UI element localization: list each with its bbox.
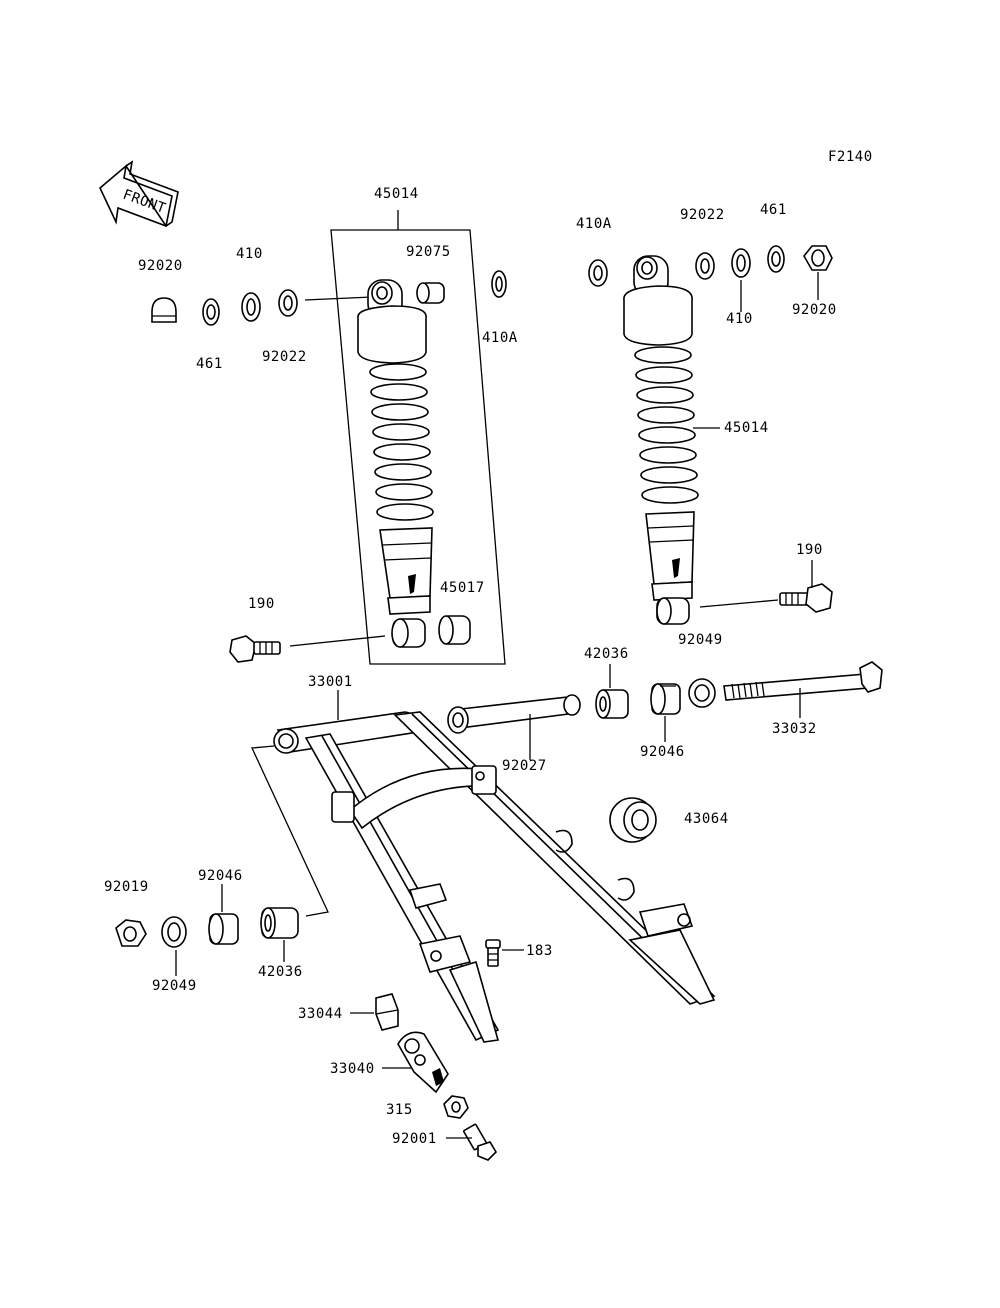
washer-92022-left xyxy=(278,289,298,317)
label-92020-left: 92020 xyxy=(138,258,183,274)
seal-92049-left xyxy=(161,916,187,948)
label-92046-left: 92046 xyxy=(198,868,243,884)
lock-washer-461-left xyxy=(202,298,220,326)
washer-92022-right xyxy=(695,252,715,280)
label-92020-right: 92020 xyxy=(792,302,837,318)
label-190-right: 190 xyxy=(796,542,823,558)
bolt-183 xyxy=(485,939,501,967)
label-33040: 33040 xyxy=(330,1061,375,1077)
label-410-left: 410 xyxy=(236,246,263,262)
block-33044 xyxy=(375,993,399,1031)
label-183: 183 xyxy=(526,943,553,959)
label-190-left: 190 xyxy=(248,596,275,612)
label-410A-left: 410A xyxy=(482,330,518,346)
label-410A-right: 410A xyxy=(576,216,612,232)
collar-45017 xyxy=(438,615,471,645)
label-92001: 92001 xyxy=(392,1131,437,1147)
nut-92019 xyxy=(115,919,147,947)
bolt-190-right xyxy=(779,583,833,613)
label-92022-right: 92022 xyxy=(680,207,725,223)
bolt-190-left xyxy=(229,635,281,663)
washer-410-right xyxy=(731,248,751,278)
washer-410A-right xyxy=(588,259,608,287)
needle-bearing-92046-left xyxy=(208,913,239,945)
label-92027: 92027 xyxy=(502,758,547,774)
label-92049-right: 92049 xyxy=(678,632,723,648)
lock-washer-461-right xyxy=(767,245,785,273)
label-42036-right: 42036 xyxy=(584,646,629,662)
rear-shock-absorber-right xyxy=(623,255,699,625)
needle-bearing-92046-right xyxy=(650,683,681,715)
label-92046-right: 92046 xyxy=(640,744,685,760)
label-33032: 33032 xyxy=(772,721,817,737)
collar-42036-left xyxy=(260,907,299,939)
label-45014-left: 45014 xyxy=(374,186,419,202)
cap-nut-92020-right xyxy=(803,245,833,271)
washer-410A-left xyxy=(491,270,507,298)
label-92075: 92075 xyxy=(406,244,451,260)
label-410-right: 410 xyxy=(726,311,753,327)
label-461-right: 461 xyxy=(760,202,787,218)
collar-bottom-left xyxy=(391,618,426,648)
collar-92075 xyxy=(416,282,445,304)
label-45017: 45017 xyxy=(440,580,485,596)
nut-315 xyxy=(443,1095,469,1119)
pivot-shaft-33032 xyxy=(723,661,883,701)
rubber-bushing-43064 xyxy=(609,797,657,843)
label-33001: 33001 xyxy=(308,674,353,690)
label-42036-left: 42036 xyxy=(258,964,303,980)
washer-410-left xyxy=(241,292,261,322)
bolt-92001 xyxy=(463,1123,498,1161)
collar-42036-right xyxy=(595,689,629,719)
figure-code: F2140 xyxy=(828,149,873,165)
assembly-bracket-left xyxy=(330,210,506,665)
cap-nut-92020-left xyxy=(151,297,177,323)
front-arrow-icon: FRONT xyxy=(99,160,179,228)
rear-shock-absorber-left xyxy=(357,279,434,615)
label-33044: 33044 xyxy=(298,1006,343,1022)
pivot-sleeve-92027 xyxy=(447,694,581,734)
seal-92049-right xyxy=(688,678,716,708)
label-92019: 92019 xyxy=(104,879,149,895)
label-43064: 43064 xyxy=(684,811,729,827)
label-45014-right: 45014 xyxy=(724,420,769,436)
label-315: 315 xyxy=(386,1102,413,1118)
label-92022-left: 92022 xyxy=(262,349,307,365)
label-461-left: 461 xyxy=(196,356,223,372)
chain-adjuster-33040 xyxy=(397,1031,449,1094)
label-92049-left: 92049 xyxy=(152,978,197,994)
swingarm-33001 xyxy=(273,711,716,1043)
